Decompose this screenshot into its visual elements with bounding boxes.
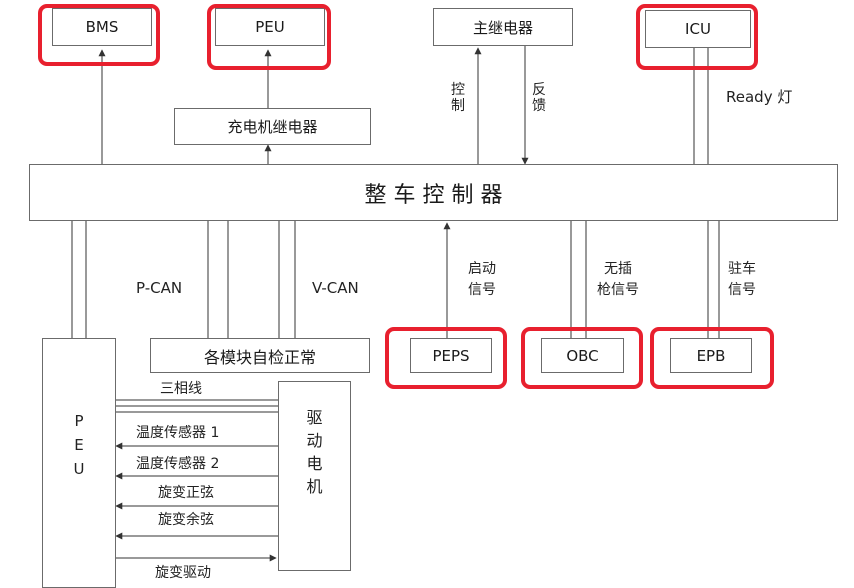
main-relay-box: 主继电器 (433, 8, 573, 46)
no-plug-label-1: 无插 (604, 261, 632, 277)
peu-top-box: PEU (215, 8, 325, 46)
no-plug-label-2: 枪信号 (597, 282, 639, 298)
obc-box: OBC (541, 338, 624, 373)
obc-label: OBC (566, 346, 599, 365)
p-can-label: P-CAN (136, 279, 183, 297)
bms-label: BMS (85, 18, 119, 36)
peu-left-label: PEU (73, 412, 85, 478)
highlight-icu (636, 4, 758, 70)
resolver-sine-label: 旋变正弦 (158, 485, 214, 501)
motor-label: 驱动电机 (306, 408, 323, 496)
peps-box: PEPS (410, 338, 492, 373)
start-signal-label-2: 信号 (468, 282, 496, 298)
self-check-label: 各模块自检正常 (203, 347, 316, 367)
charger-relay-box: 充电机继电器 (174, 108, 371, 145)
ready-light-label: Ready 灯 (726, 88, 793, 106)
v-can-label: V-CAN (312, 279, 359, 297)
peu-top-label: PEU (255, 18, 285, 36)
epb-box: EPB (670, 338, 752, 373)
main-relay-label: 主继电器 (472, 18, 533, 37)
start-signal-label-1: 启动 (468, 261, 496, 277)
feedback-label: 反馈 (532, 82, 546, 114)
highlight-epb (650, 327, 774, 389)
motor-box: 驱动电机 (278, 381, 351, 571)
epb-label: EPB (696, 346, 726, 365)
peu-left-box: PEU (42, 338, 116, 588)
peps-label: PEPS (432, 346, 470, 365)
charger-relay-label: 充电机继电器 (227, 118, 318, 136)
bms-box: BMS (52, 8, 152, 46)
highlight-bms (38, 4, 160, 66)
icu-label: ICU (685, 20, 711, 38)
three-phase-label: 三相线 (160, 381, 202, 397)
resolver-cosine-label: 旋变余弦 (158, 512, 214, 528)
vcu-box: 整 车 控 制 器 (29, 164, 838, 221)
control-label: 控制 (451, 82, 465, 114)
self-check-box: 各模块自检正常 (150, 338, 370, 373)
temp-sensor-2-label: 温度传感器 2 (136, 456, 220, 472)
temp-sensor-1-label: 温度传感器 1 (136, 425, 220, 441)
parking-label-1: 驻车 (728, 261, 756, 277)
resolver-drive-label: 旋变驱动 (155, 565, 211, 581)
highlight-obc (521, 327, 643, 389)
highlight-peu-top (207, 4, 331, 70)
highlight-peps (385, 327, 507, 389)
vcu-label: 整 车 控 制 器 (364, 182, 503, 208)
icu-box: ICU (645, 10, 751, 48)
parking-label-2: 信号 (728, 282, 756, 298)
